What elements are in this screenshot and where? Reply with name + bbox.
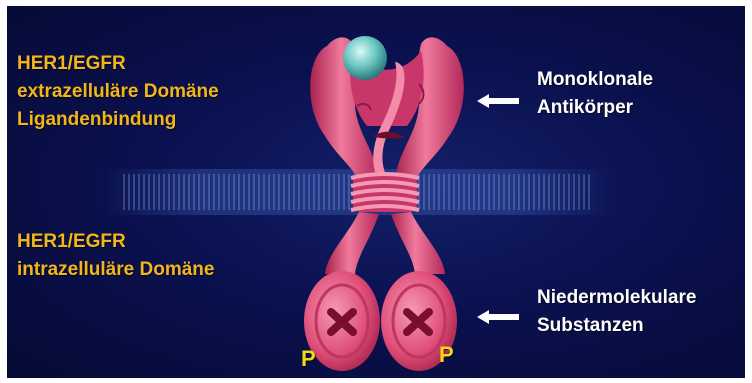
phosphate-label: P [301, 346, 316, 372]
extracellular-domain [310, 37, 464, 181]
arrow-left-icon [477, 94, 519, 108]
label-line: Monoklonale [537, 66, 653, 94]
transmembrane-helix [351, 174, 419, 212]
diagram-canvas: HER1/EGFR extrazelluläre Domäne Liganden… [7, 6, 745, 378]
label-line: Antikörper [537, 94, 653, 122]
label-line: HER1/EGFR [17, 228, 214, 256]
label-line: Substanzen [537, 312, 696, 340]
antibodies-label: Monoklonale Antikörper [537, 66, 653, 122]
label-line: HER1/EGFR [17, 50, 219, 78]
small-molecules-label: Niedermolekulare Substanzen [537, 284, 696, 340]
phosphate-label: P [439, 342, 454, 368]
arrow-left-icon [477, 310, 519, 324]
label-line: Niedermolekulare [537, 284, 696, 312]
kinase-domains [304, 271, 457, 371]
inhibitor-x-icon [331, 312, 429, 332]
ligand-sphere [343, 36, 387, 80]
label-line: intrazelluläre Domäne [17, 256, 214, 284]
label-line: extrazelluläre Domäne [17, 78, 219, 106]
intracellular-stems [325, 212, 445, 274]
intracellular-domain-label: HER1/EGFR intrazelluläre Domäne [17, 228, 214, 284]
extracellular-domain-label: HER1/EGFR extrazelluläre Domäne Liganden… [17, 50, 219, 134]
label-line: Ligandenbindung [17, 106, 219, 134]
